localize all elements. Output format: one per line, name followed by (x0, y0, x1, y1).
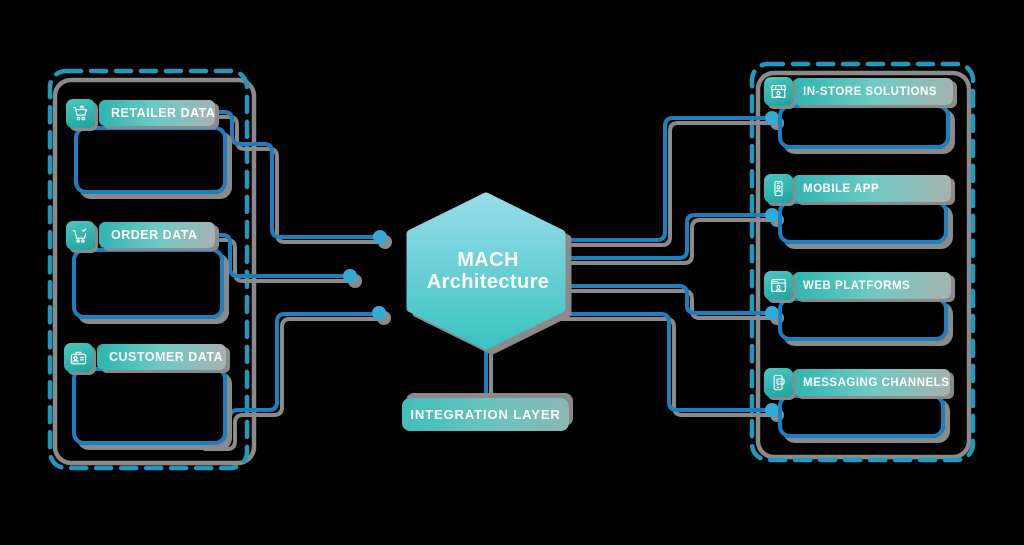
customer-id-card-icon (70, 351, 87, 365)
hexagon-title-line1: MACH (457, 249, 519, 271)
hexagon-title: MACH Architecture (398, 249, 578, 293)
wire-hex-to-web (557, 284, 770, 315)
group-border-shadows (52, 70, 972, 466)
mobile-app-box (778, 200, 948, 244)
mach-hexagon (406, 192, 566, 350)
mobile-app-label: MOBILE APP (787, 175, 951, 202)
retailer-data-icon-tile (66, 99, 95, 128)
web-browser-store-icon (771, 279, 786, 292)
integration-layer-pill: INTEGRATION LAYER (402, 398, 569, 431)
messaging-channels-box (778, 394, 945, 438)
wire-group (198, 110, 770, 446)
messaging-channels-icon-tile (764, 368, 793, 397)
customer-data-label: CUSTOMER DATA (91, 344, 226, 370)
wire-endpoint-dots (343, 111, 779, 417)
wire-hex-to-messaging (555, 312, 770, 412)
retailer-data-label: RETAILER DATA (93, 100, 215, 126)
mobile-app-icon-tile (764, 174, 793, 203)
wire-hex-to-mobile (557, 213, 770, 260)
group-dashed-borders (47, 61, 976, 471)
wire-retailer-to-hex (213, 110, 378, 239)
in-store-solutions-label: IN-STORE SOLUTIONS (787, 78, 953, 105)
order-data-box (72, 248, 224, 319)
wire-hex-to-instore (555, 116, 770, 242)
order-cart-check-icon (72, 228, 87, 243)
mobile-phone-icon (774, 180, 783, 197)
wire-order-to-hex (213, 233, 348, 278)
messaging-phone-icon (773, 374, 785, 391)
storefront-icon (770, 85, 787, 98)
in-store-solutions-box (778, 104, 950, 149)
web-platforms-box (778, 297, 948, 341)
left-group-border (47, 68, 250, 471)
order-data-icon-tile (66, 221, 95, 250)
shopping-cart-icon (73, 105, 88, 121)
customer-data-icon-tile (64, 343, 93, 372)
wire-customer-to-hex (198, 312, 377, 446)
retailer-data-box (74, 126, 227, 194)
right-group-border (749, 61, 976, 463)
messaging-channels-label: MESSAGING CHANNELS (787, 369, 950, 396)
hexagon-title-line2: Architecture (426, 270, 550, 293)
order-data-label: ORDER DATA (93, 222, 215, 248)
web-platforms-icon-tile (764, 271, 793, 300)
in-store-solutions-icon-tile (764, 77, 793, 106)
web-platforms-label: WEB PLATFORMS (787, 272, 951, 299)
